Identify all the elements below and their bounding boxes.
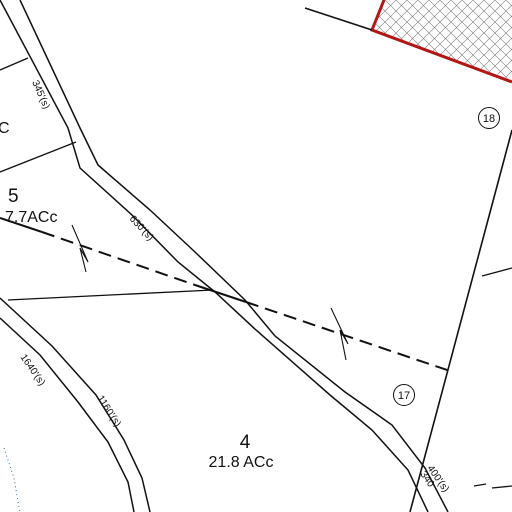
lot-area-4: 21.8 ACc — [209, 454, 274, 471]
dimension-1160: 1160'(s) — [94, 394, 122, 429]
road-lower-right — [0, 297, 151, 512]
road-upper-left — [0, 0, 429, 512]
lot-number-5: 5 — [8, 186, 19, 207]
parcel-label-17: 17 — [398, 390, 410, 402]
dimension-345: 345'(s) — [29, 79, 51, 111]
lot-line-right-dashed — [245, 301, 454, 373]
lot-line-mid-left — [0, 141, 77, 173]
lot-line-right-vertical — [409, 129, 512, 512]
lot-number-4: 4 — [240, 432, 251, 453]
break-symbol-right — [330, 307, 349, 361]
lot-line-lot5-solid — [0, 217, 43, 233]
lot-line-top-left — [0, 57, 29, 71]
lot-line-right-horizontal — [481, 267, 512, 277]
boundary-line-top — [304, 7, 373, 31]
lot-line-bottom-right — [491, 485, 512, 489]
lot-line-lot5-dashed — [41, 231, 196, 286]
break-symbol-left — [71, 224, 89, 273]
lot-line-lot4-top — [7, 289, 214, 301]
highlighted-parcel — [372, 0, 512, 80]
road-upper-right — [19, 0, 449, 512]
lot-line-middle-solid — [194, 284, 247, 303]
parcel-circle-17 — [393, 384, 415, 406]
lot-area-edge: C — [0, 120, 10, 137]
road-lower-left — [0, 317, 135, 512]
lot-area-5: 7.7ACc — [5, 209, 57, 226]
dimension-630: 630'(s) — [127, 214, 156, 244]
stream-line — [3, 447, 21, 512]
parcel-label-18: 18 — [483, 113, 495, 125]
parcel-circle-18 — [478, 107, 500, 129]
partial-mark — [473, 483, 487, 487]
